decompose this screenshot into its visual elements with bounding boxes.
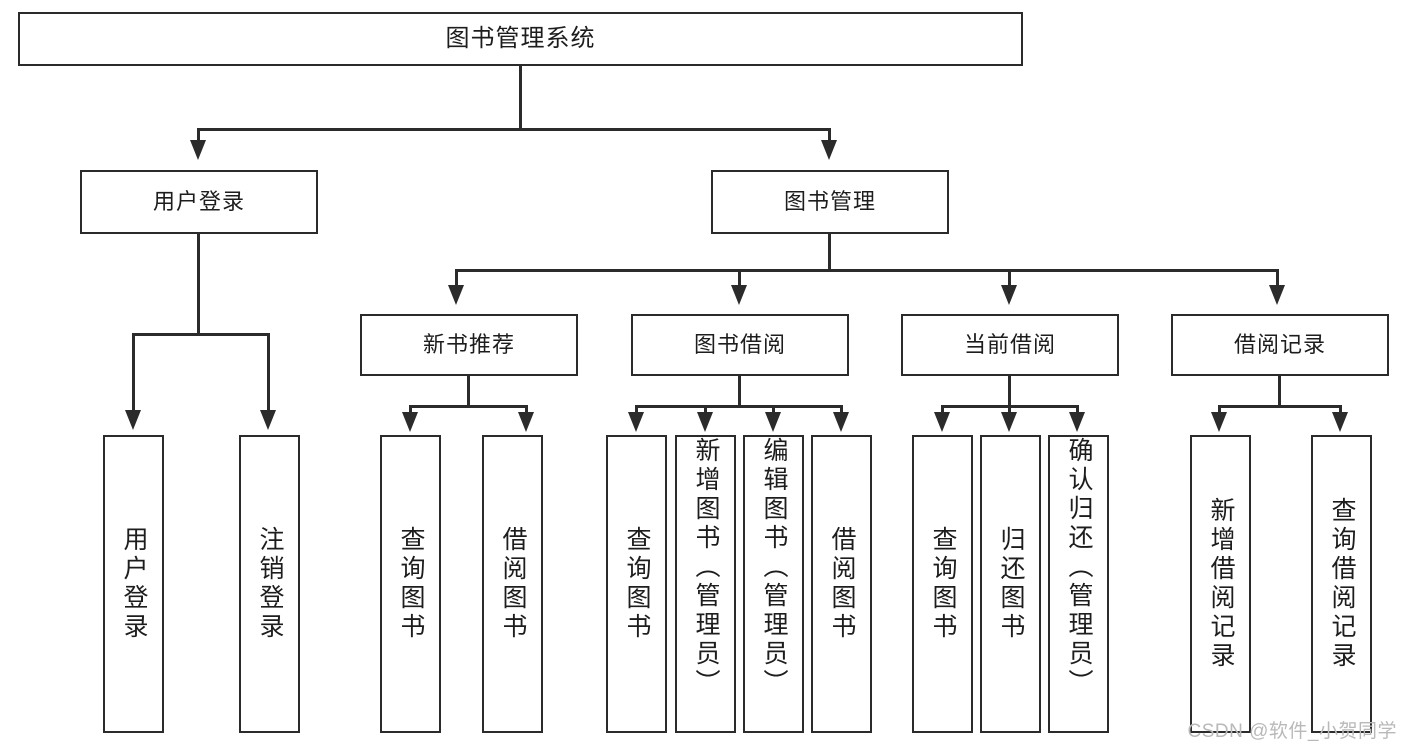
connector-user-login-bus (132, 333, 270, 336)
leaf-book-borrow-add[interactable]: 新增图书（管理员） (675, 435, 736, 733)
connector-drop-leaf-user-login-2 (267, 333, 270, 415)
node-label: 借阅记录 (1233, 332, 1326, 358)
arrowhead-book-manage (821, 140, 837, 160)
arrowhead-bb-4 (833, 412, 849, 432)
arrowhead-leaf-user-login-1 (125, 410, 141, 430)
arrowhead-cb-3 (1069, 412, 1085, 432)
node-label: 查询图书 (623, 526, 651, 642)
connector-drop-leaf-user-login-1 (132, 333, 135, 415)
node-label: 查询图书 (397, 526, 425, 642)
connector-drop-user-login (197, 128, 200, 148)
connector-drop-new-book (455, 269, 458, 291)
leaf-borrow-record-query[interactable]: 查询借阅记录 (1311, 435, 1372, 733)
connector-new-book-stem (467, 376, 470, 407)
connector-drop-current-borrow (1008, 269, 1011, 291)
arrowhead-nb-1 (402, 412, 418, 432)
leaf-current-borrow-return[interactable]: 归还图书 (980, 435, 1041, 733)
csdn-watermark: CSDN @软件_小贺同学 (1187, 721, 1397, 742)
node-label: 新书推荐 (422, 332, 515, 358)
connector-drop-book-manage (828, 128, 831, 148)
arrowhead-bb-3 (765, 412, 781, 432)
node-user-login[interactable]: 用户登录 (80, 170, 318, 234)
connector-new-book-bus (409, 405, 528, 408)
node-label: 当前借阅 (963, 332, 1056, 358)
leaf-book-borrow-edit[interactable]: 编辑图书（管理员） (743, 435, 804, 733)
node-label: 查询图书 (929, 526, 957, 642)
connector-book-borrow-stem (738, 376, 741, 407)
connector-borrow-record-bus (1218, 405, 1342, 408)
arrowhead-user-login (190, 140, 206, 160)
leaf-new-book-borrow[interactable]: 借阅图书 (482, 435, 543, 733)
leaf-user-login-logout[interactable]: 注销登录 (239, 435, 300, 733)
leaf-book-borrow-lend[interactable]: 借阅图书 (811, 435, 872, 733)
node-label: 图书借阅 (693, 332, 786, 358)
leaf-current-borrow-confirm[interactable]: 确认归还（管理员） (1048, 435, 1109, 733)
arrowhead-bb-1 (628, 412, 644, 432)
arrowhead-cb-2 (1001, 412, 1017, 432)
leaf-user-login-login[interactable]: 用户登录 (103, 435, 164, 733)
arrowhead-cb-1 (934, 412, 950, 432)
arrowhead-borrow-record (1269, 285, 1285, 305)
arrowhead-br-2 (1332, 412, 1348, 432)
connector-book-manage-stem (828, 234, 831, 272)
node-label: 查询借阅记录 (1328, 497, 1356, 671)
node-label: 确认归还（管理员） (1065, 437, 1093, 698)
node-label: 图书管理系统 (445, 25, 596, 53)
connector-book-borrow-bus (635, 405, 843, 408)
node-root-system[interactable]: 图书管理系统 (18, 12, 1023, 66)
node-label: 图书管理 (783, 189, 876, 215)
arrowhead-br-1 (1211, 412, 1227, 432)
node-label: 用户登录 (120, 526, 148, 642)
node-label: 编辑图书（管理员） (760, 437, 788, 698)
leaf-borrow-record-add[interactable]: 新增借阅记录 (1190, 435, 1251, 733)
connector-root-stem (519, 66, 522, 130)
leaf-new-book-query[interactable]: 查询图书 (380, 435, 441, 733)
connector-drop-book-borrow (738, 269, 741, 291)
connector-current-borrow-stem (1008, 376, 1011, 407)
arrowhead-bb-2 (697, 412, 713, 432)
arrowhead-book-borrow (731, 285, 747, 305)
arrowhead-leaf-user-login-2 (260, 410, 276, 430)
leaf-book-borrow-query[interactable]: 查询图书 (606, 435, 667, 733)
node-borrow-record[interactable]: 借阅记录 (1171, 314, 1389, 376)
connector-borrow-record-stem (1278, 376, 1281, 407)
node-label: 借阅图书 (499, 526, 527, 642)
connector-level2-bus (455, 269, 1279, 272)
leaf-current-borrow-query[interactable]: 查询图书 (912, 435, 973, 733)
arrowhead-current-borrow (1001, 285, 1017, 305)
node-label: 新增借阅记录 (1207, 497, 1235, 671)
connector-level1-bus (197, 128, 831, 131)
node-book-borrow[interactable]: 图书借阅 (631, 314, 849, 376)
connector-drop-borrow-record (1276, 269, 1279, 291)
connector-user-login-stem (197, 234, 200, 335)
node-label: 归还图书 (997, 526, 1025, 642)
node-label: 用户登录 (152, 189, 245, 215)
node-label: 借阅图书 (828, 526, 856, 642)
node-current-borrow[interactable]: 当前借阅 (901, 314, 1119, 376)
node-new-book-recommend[interactable]: 新书推荐 (360, 314, 578, 376)
node-label: 新增图书（管理员） (692, 437, 720, 698)
node-book-manage[interactable]: 图书管理 (711, 170, 949, 234)
arrowhead-nb-2 (518, 412, 534, 432)
arrowhead-new-book (448, 285, 464, 305)
node-label: 注销登录 (256, 526, 284, 642)
